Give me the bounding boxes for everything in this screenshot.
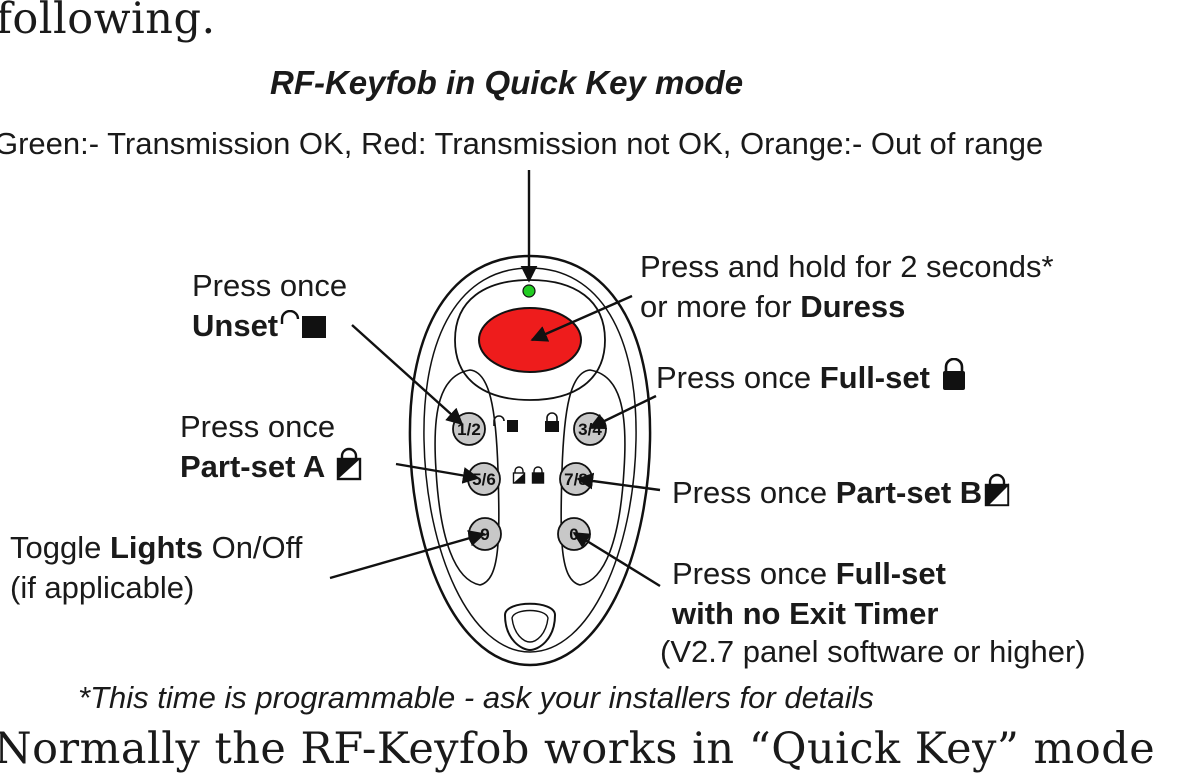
key-5-6-label: 5/6 — [472, 470, 496, 489]
callout-partset-b: Press once Part-set B — [672, 473, 1012, 513]
key-1-2[interactable]: 1/2 — [452, 412, 486, 446]
callout-unset: Press once Unset — [192, 266, 347, 346]
fullset-padlock-icon-large — [942, 358, 965, 390]
callout-fullset-no-exit: Press once Full-set with no Exit Timer — [672, 554, 946, 634]
callout-fullset-no-exit-prefix: Press once — [672, 556, 836, 591]
callout-lights-suffix: On/Off — [202, 530, 303, 565]
callout-partset-a-line1: Press once — [180, 409, 336, 444]
callout-partset-b-prefix: Press once — [672, 475, 836, 510]
arrow-duress — [530, 294, 633, 342]
arrow-lights — [329, 530, 486, 580]
callout-fullset-no-exit-bold1: Full-set — [835, 556, 946, 591]
callout-fullset-no-exit-line3: (V2.7 panel software or higher) — [660, 634, 1086, 669]
key-5-6[interactable]: 5/6 — [467, 462, 501, 496]
callout-fullset: Press once Full-set — [656, 358, 969, 398]
callout-partset-b-bold: Part-set B — [835, 475, 983, 510]
callout-duress-bold: Duress — [800, 289, 906, 324]
duress-button[interactable] — [478, 307, 582, 373]
callout-partset-a-bold: Part-set A — [180, 449, 326, 484]
callout-lights-line2: (if applicable) — [10, 570, 195, 605]
callout-lights: Toggle Lights On/Off (if applicable) — [10, 528, 302, 608]
unset-padlock-icon-large — [280, 310, 327, 338]
partset-b-padlock-icon — [984, 473, 1010, 507]
diagram-title: RF-Keyfob in Quick Key mode — [270, 64, 744, 101]
callout-duress-line1: Press and hold for 2 seconds* — [640, 249, 1054, 284]
arrow-unset — [351, 324, 464, 426]
unset-padlock-icon — [493, 415, 518, 432]
callout-duress: Press and hold for 2 seconds* or more fo… — [640, 247, 1054, 327]
keyfob-body — [408, 254, 652, 667]
partset-padlock-icons — [512, 466, 545, 484]
status-led — [522, 284, 536, 298]
callout-unset-bold: Unset — [192, 308, 279, 343]
callout-fullset-prefix: Press once — [656, 360, 820, 395]
arrow-fullset-no-exit — [572, 531, 661, 588]
callout-fullset-no-exit-bold2: with no Exit Timer — [672, 596, 939, 631]
page-text-fragment-top: following. — [0, 0, 216, 44]
callout-partset-a: Press once Part-set A — [180, 407, 364, 487]
arrow-partset-a — [395, 462, 480, 484]
callout-lights-prefix: Toggle — [10, 530, 110, 565]
callout-unset-line1: Press once — [192, 268, 348, 303]
arrow-fullset — [588, 394, 657, 430]
callout-lights-bold: Lights — [109, 530, 203, 565]
key-3-4[interactable]: 3/4 — [573, 412, 607, 446]
partset-a-padlock-icon — [336, 447, 362, 481]
key-9[interactable]: 9 — [468, 517, 502, 551]
fullset-padlock-icon — [545, 412, 559, 432]
callout-fullset-bold: Full-set — [819, 360, 930, 395]
led-legend: Green:- Transmission OK, Red: Transmissi… — [0, 126, 1044, 161]
key-7-8[interactable]: 7/8 — [559, 462, 593, 496]
arrow-partset-b — [576, 472, 661, 492]
callout-arrows — [329, 170, 661, 588]
footnote: *This time is programmable - ask your in… — [78, 680, 874, 715]
callout-duress-line2-prefix: or more for — [640, 289, 801, 324]
